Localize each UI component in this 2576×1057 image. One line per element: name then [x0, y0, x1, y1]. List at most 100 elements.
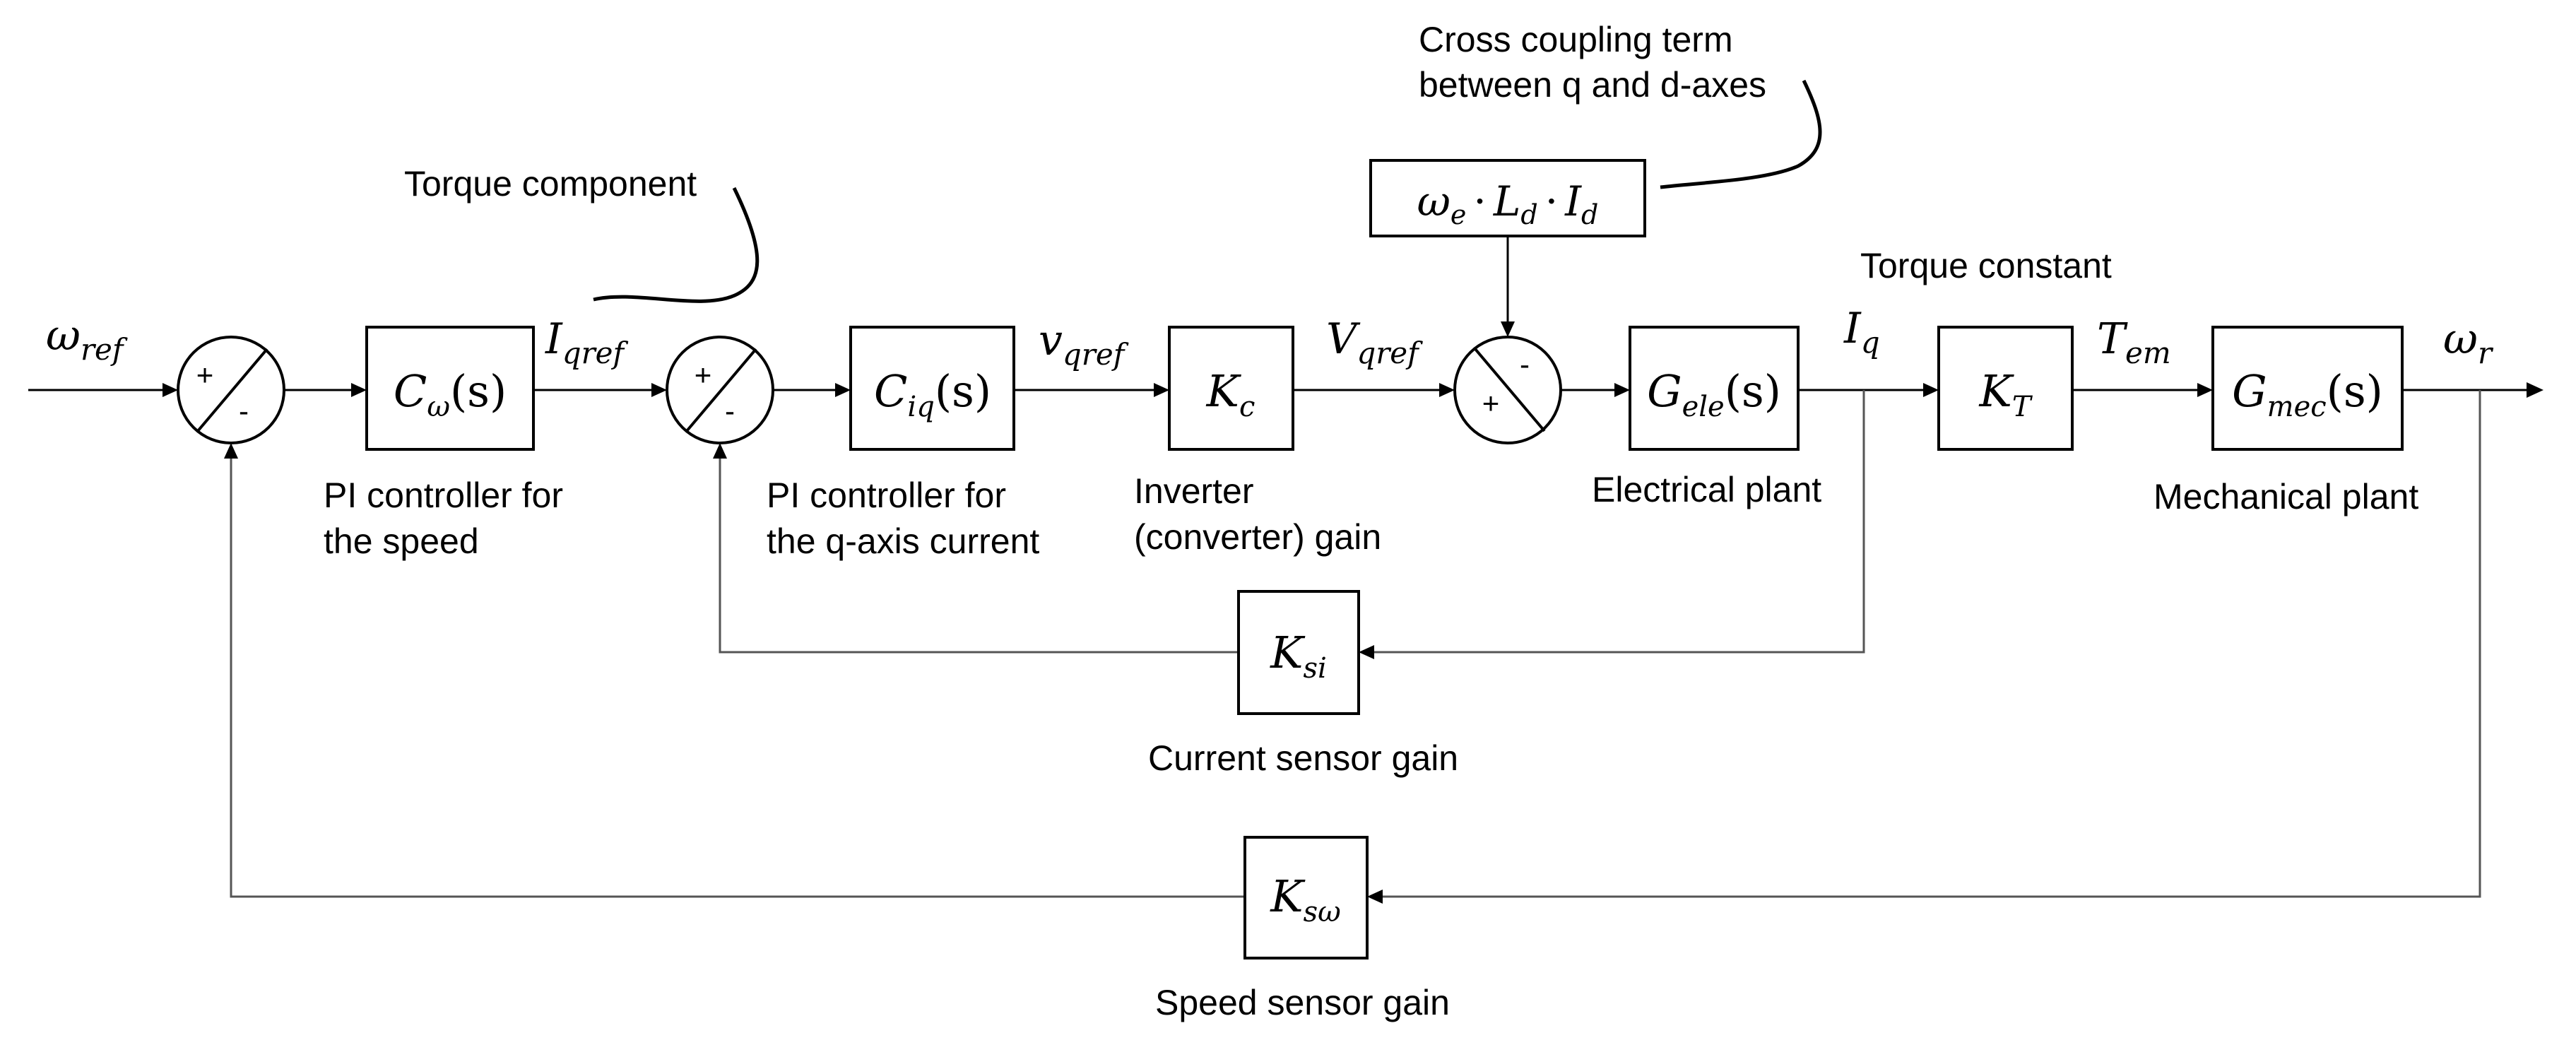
wire-iq-branch [1372, 390, 1865, 654]
summing-junction-voltage: - + [1453, 336, 1562, 444]
sum1-minus-sign: - [239, 394, 249, 427]
block-k-sw[interactable]: Ksω [1243, 836, 1369, 959]
caption-k-si: Current sensor gain [1148, 738, 1458, 778]
caption-g-mec: Mechanical plant [2153, 477, 2418, 516]
v-qref-lower-sub: qref [1063, 337, 1129, 372]
wire-ksi-to-sum2 [719, 457, 1239, 654]
cross-i-sub: d [1581, 199, 1598, 230]
omega-r-sub: r [2478, 336, 2494, 370]
arrowhead [1367, 890, 1383, 904]
c-omega-arg: (s) [450, 365, 507, 417]
arrowhead [835, 383, 851, 397]
block-k-si[interactable]: Ksi [1237, 590, 1360, 715]
block-g-ele[interactable]: Gele(s) [1629, 326, 1800, 451]
i-qref-main: I [545, 314, 563, 364]
g-mec-main: G [2232, 365, 2267, 417]
svg-text:KT: KT [1978, 365, 2033, 423]
k-t-sub: T [2012, 391, 2033, 423]
k-c-sub: c [1239, 391, 1255, 423]
svg-text:Gele(s): Gele(s) [1647, 365, 1781, 423]
signal-omega-r: ωr [2443, 314, 2494, 370]
signal-t-em: Tem [2097, 314, 2171, 370]
caption-c-omega-1: PI controller for [324, 476, 563, 515]
cross-dot-1: · [1473, 177, 1486, 225]
arrowhead [1923, 383, 1939, 397]
c-iq-main: C [874, 365, 907, 417]
arrowhead [163, 383, 178, 397]
block-k-t[interactable]: KT [1937, 326, 2074, 451]
c-iq-sub: iq [907, 391, 934, 423]
annotation-torque-component: Torque component [404, 164, 697, 203]
summing-junction-speed: + - [177, 336, 285, 444]
block-k-c[interactable]: Kc [1168, 326, 1294, 451]
omega-ref-main: ω [46, 311, 81, 360]
annotation-pointer-torque-component [593, 187, 760, 303]
block-c-omega[interactable]: Cω(s) [365, 326, 535, 451]
signal-omega-ref: ωref [46, 311, 128, 367]
c-omega-sub: ω [427, 391, 450, 423]
wire-ksw-to-sum1 [230, 457, 1245, 898]
g-ele-sub: ele [1682, 391, 1725, 423]
k-sw-main: K [1270, 870, 1306, 922]
c-iq-arg: (s) [935, 365, 991, 417]
arrowhead [1614, 383, 1630, 397]
omega-r-main: ω [2443, 314, 2478, 364]
arrowhead [2527, 382, 2543, 398]
svg-text:ωe·Ld·Id: ωe·Ld·Id [1417, 177, 1599, 230]
caption-g-ele: Electrical plant [1592, 470, 1821, 509]
sum3-plus-sign: + [1482, 386, 1500, 420]
sum3-minus-sign: - [1520, 348, 1530, 381]
g-mec-sub: mec [2267, 391, 2327, 423]
cross-omega-sub: e [1451, 199, 1467, 230]
v-qref-upper-sub: qref [1357, 336, 1423, 370]
svg-text:Kc: Kc [1206, 365, 1255, 423]
annotation-cross-coupling-2: between q and d-axes [1419, 65, 1766, 105]
caption-k-c-1: Inverter [1134, 471, 1254, 511]
block-g-mec[interactable]: Gmec(s) [2211, 326, 2404, 451]
svg-text:Ksω: Ksω [1270, 870, 1340, 928]
annotation-cross-coupling-1: Cross coupling term [1419, 20, 1733, 59]
sum1-plus-sign: + [196, 358, 214, 391]
svg-text:Ksi: Ksi [1270, 627, 1327, 685]
cross-l-sub: d [1520, 199, 1537, 230]
arrowhead [1154, 383, 1169, 397]
k-si-sub: si [1304, 652, 1327, 685]
cross-omega: ω [1417, 177, 1451, 225]
arrowhead [2197, 383, 2213, 397]
i-qref-sub: qref [562, 336, 629, 370]
caption-c-iq-2: the q-axis current [767, 521, 1039, 561]
k-sw-sub: sω [1304, 896, 1341, 928]
signal-v-qref-upper: Vqref [1326, 314, 1423, 370]
g-mec-arg: (s) [2327, 365, 2383, 417]
current-feedback-path [713, 390, 1865, 659]
block-cross-coupling[interactable]: ωe·Ld·Id [1369, 159, 1646, 237]
svg-text:Gmec(s): Gmec(s) [2232, 365, 2383, 423]
sum2-minus-sign: - [725, 394, 735, 427]
arrowhead [713, 443, 727, 459]
caption-c-iq-1: PI controller for [767, 476, 1006, 515]
g-ele-arg: (s) [1725, 365, 1781, 417]
t-em-sub: em [2125, 336, 2171, 370]
svg-text:Ciq(s): Ciq(s) [874, 365, 991, 423]
cross-i: I [1564, 177, 1582, 225]
block-c-iq[interactable]: Ciq(s) [849, 326, 1015, 451]
i-q-sub: q [1861, 325, 1880, 360]
caption-k-sw: Speed sensor gain [1155, 983, 1450, 1022]
svg-text:Cω(s): Cω(s) [394, 365, 507, 423]
arrowhead [224, 443, 238, 459]
annotation-pointer-cross-coupling [1660, 79, 1822, 189]
signal-i-q: Iq [1843, 304, 1880, 360]
k-c-main: K [1206, 365, 1242, 417]
arrowhead [1501, 321, 1515, 337]
wire-omega-r-branch [1381, 390, 2481, 898]
arrowhead [1439, 383, 1455, 397]
forward-path [28, 236, 2543, 398]
k-t-main: K [1978, 365, 2014, 417]
cross-dot-2: · [1545, 177, 1558, 225]
v-qref-upper-main: V [1326, 314, 1361, 364]
v-qref-lower-main: v [1039, 316, 1063, 365]
speed-feedback-path [224, 390, 2481, 904]
arrowhead [651, 383, 667, 397]
annotation-torque-constant: Torque constant [1860, 246, 2112, 285]
